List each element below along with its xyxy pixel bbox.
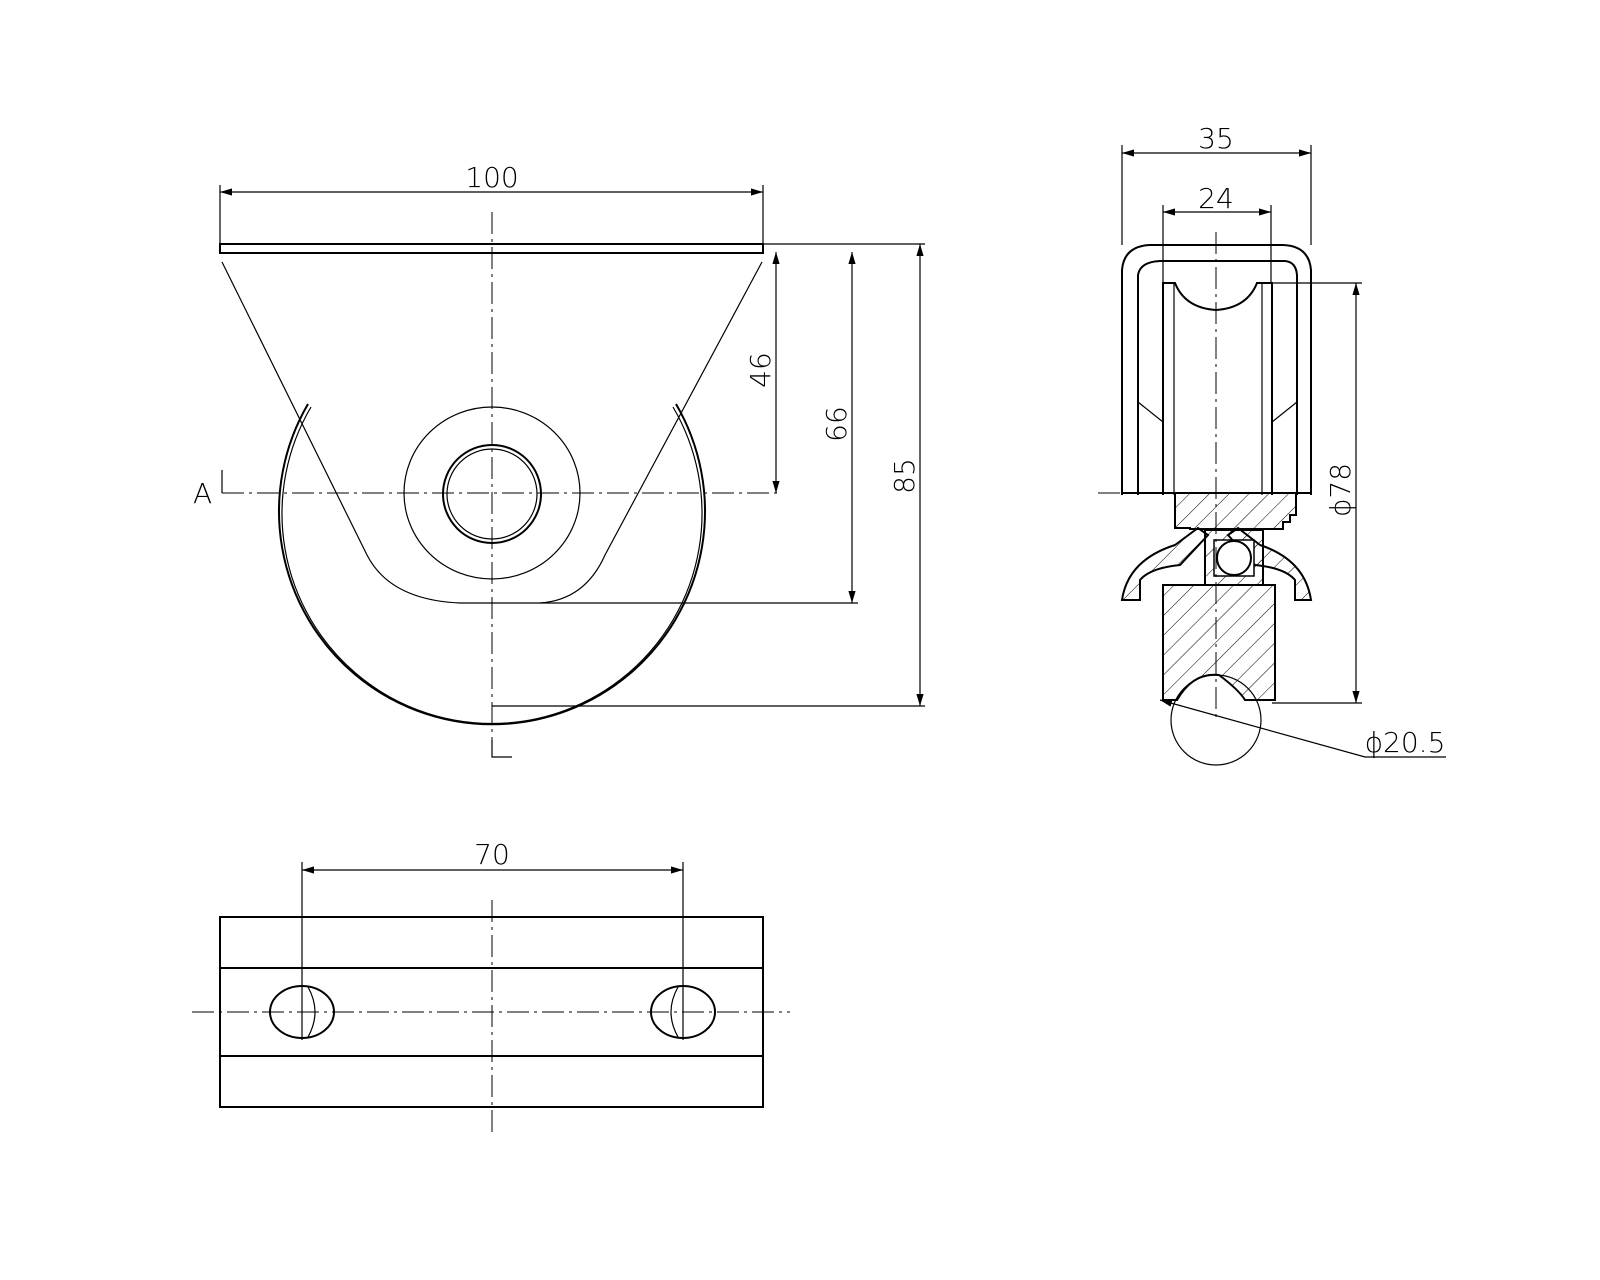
shaft-section xyxy=(1162,584,1276,701)
fork-outline xyxy=(221,261,763,604)
wheel-groove xyxy=(1162,282,1273,495)
hub-section xyxy=(1174,492,1297,530)
wheel-bevel xyxy=(1271,401,1298,423)
wheel-outline xyxy=(278,403,706,726)
dim-diameter-78: ϕ78 xyxy=(1324,463,1357,517)
dim-66: 66 xyxy=(820,406,853,442)
dim-85: 85 xyxy=(888,458,921,494)
dim-70: 70 xyxy=(474,838,510,871)
dim-35: 35 xyxy=(1198,122,1234,155)
dim-diameter-20-5: ϕ20.5 xyxy=(1365,726,1446,759)
section-label: A xyxy=(193,477,212,510)
section-marker-bottom xyxy=(491,740,512,758)
front-view: A 100 46 66 85 xyxy=(193,161,925,758)
bearing-ball xyxy=(1216,540,1252,576)
groove-profile xyxy=(1170,674,1262,766)
dim-24: 24 xyxy=(1198,182,1234,215)
seal-left xyxy=(1120,526,1210,601)
hole-arc xyxy=(670,986,679,1038)
dim-46: 46 xyxy=(744,352,777,388)
wheel-bevel xyxy=(1137,401,1164,423)
dim-100: 100 xyxy=(465,161,518,194)
top-view: 70 xyxy=(192,838,790,1135)
side-view: 35 24 ϕ78 ϕ20.5 xyxy=(1098,122,1446,766)
bracket-inner xyxy=(1137,260,1298,495)
leader-20-5 xyxy=(1159,699,1446,758)
